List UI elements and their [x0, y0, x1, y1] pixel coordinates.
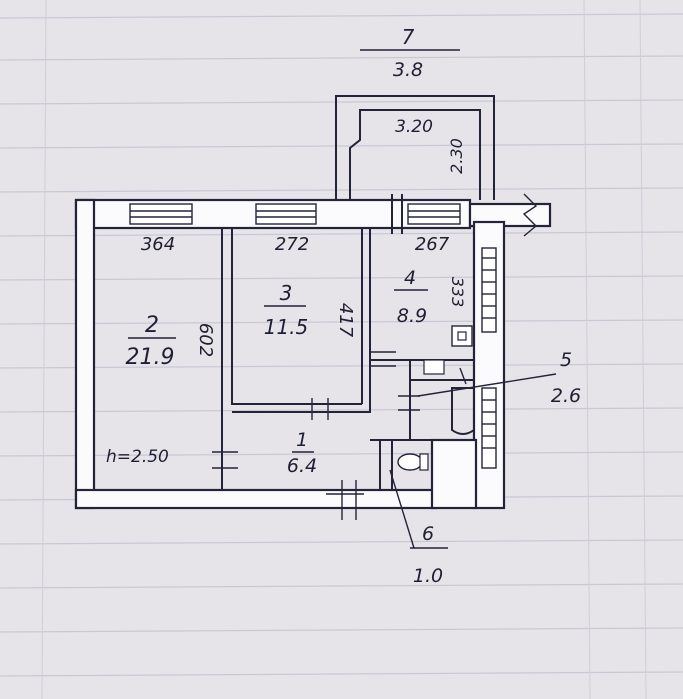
window-room-3 — [255, 203, 317, 225]
room-2-width-dim: 364 — [141, 234, 175, 255]
window-room-4 — [407, 203, 461, 225]
balcony-door — [391, 194, 403, 234]
room-4-depth-dim: 333 — [448, 277, 467, 308]
room-3-width-dim: 272 — [275, 234, 309, 255]
leader-lines — [360, 49, 557, 549]
room-1-area: 6.4 — [287, 455, 317, 477]
door-marks — [212, 351, 420, 520]
room-4-area: 8.9 — [397, 305, 427, 327]
room-2-area: 21.9 — [126, 345, 175, 370]
room-6-number: 6 — [422, 523, 434, 545]
room-4-number: 4 — [404, 267, 416, 289]
room-4-width-dim: 267 — [415, 234, 450, 255]
balcony-width-dim: 3.20 — [395, 117, 433, 137]
room-7-number: 7 — [402, 25, 415, 49]
room-6-area: 1.0 — [413, 565, 443, 587]
room-1-number: 1 — [296, 429, 308, 451]
kitchen-stove — [451, 325, 473, 347]
utility-shaft — [481, 247, 497, 469]
room-7-area: 3.8 — [393, 59, 423, 81]
room-3-depth-dim: 417 — [335, 303, 356, 338]
interior-walls — [221, 228, 474, 490]
window-room-2 — [129, 203, 193, 225]
ceiling-height-label: h=2.50 — [106, 447, 169, 467]
room-5-number: 5 — [560, 349, 572, 371]
balcony-walls — [335, 95, 495, 200]
wall-break-mark — [522, 193, 538, 237]
toilet-fixture — [397, 453, 429, 471]
balcony-depth-dim: 2.30 — [447, 138, 466, 174]
bathtub-fixture — [451, 387, 475, 435]
sink-fixture — [423, 359, 467, 385]
room-2-depth-dim: 602 — [195, 323, 216, 357]
room-3-number: 3 — [280, 281, 293, 305]
room-5-area: 2.6 — [551, 385, 581, 407]
room-2-number: 2 — [145, 313, 159, 338]
room-3-area: 11.5 — [264, 315, 309, 339]
